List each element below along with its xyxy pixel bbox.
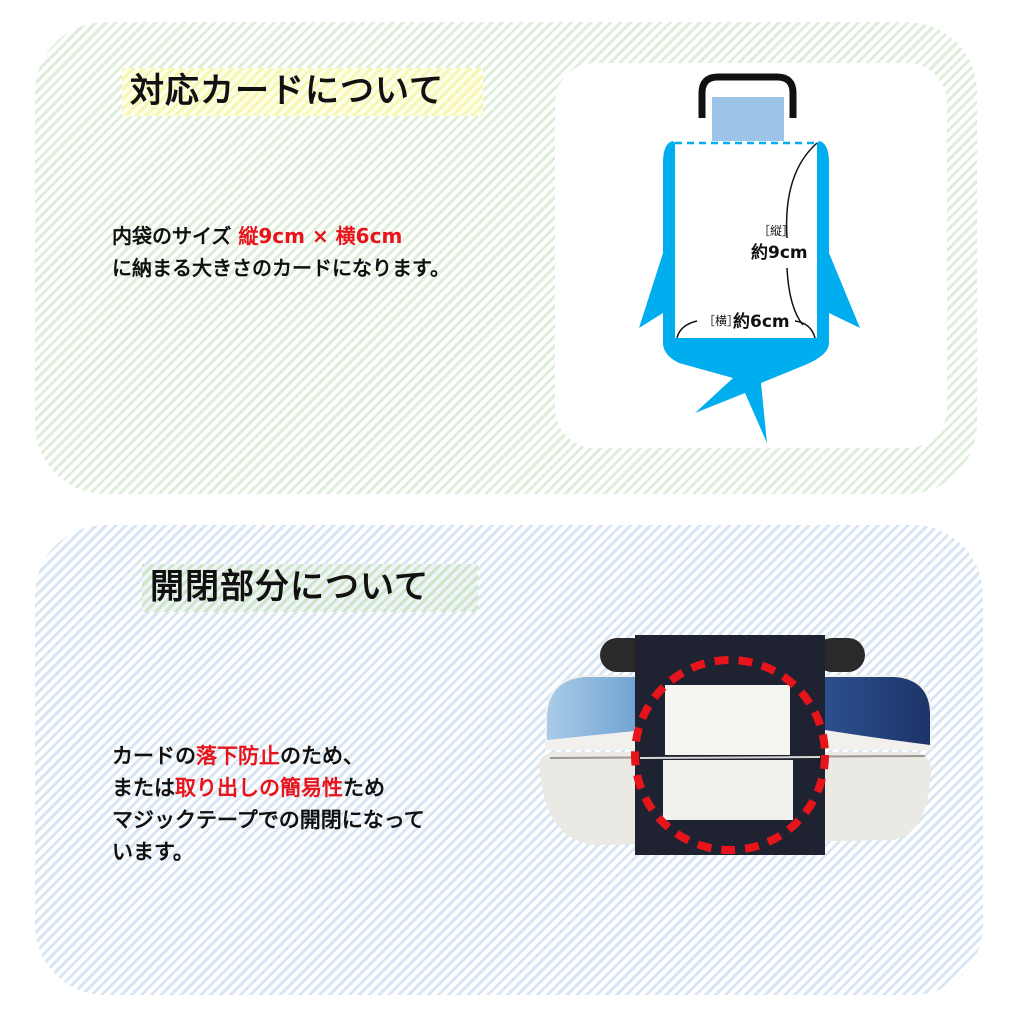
vertical-label-bracket: ［縦］ [758, 224, 794, 238]
ring-right [815, 638, 865, 672]
easy-removal-highlight: 取り出しの簡易性 [175, 776, 343, 800]
keyring-handle-icon [698, 73, 797, 118]
text-segment: カードの [112, 744, 196, 768]
card-size-line-1: 内袋のサイズ 縦9cm × 横6cm [112, 220, 450, 252]
card-shape [712, 97, 784, 141]
card-size-line-2: に納まる大きさのカードになります。 [112, 256, 450, 280]
closure-line-1: カードの落下防止のため、 [112, 740, 425, 772]
closure-line-4: います。 [112, 840, 194, 864]
text-segment: のため、 [280, 744, 364, 768]
pouch-outline-shape [639, 141, 860, 443]
closure-title: 開閉部分について [142, 564, 478, 612]
text-segment: または [112, 776, 175, 800]
vertical-label-value: 約9cm [751, 242, 808, 263]
highlight-dashed-circle [631, 656, 829, 854]
velcro-patch-bottom [663, 760, 793, 820]
velcro-patch-top [665, 685, 790, 755]
pouch-size-diagram: ［縦］ 約9cm ［横］ 約6cm [639, 73, 860, 443]
closure-description: カードの落下防止のため、 または取り出しの簡易性ため マジックテープでの開閉にな… [112, 740, 425, 868]
velcro-closure-photo [539, 635, 932, 855]
inner-pocket-size-label: 内袋のサイズ [112, 224, 239, 248]
card-compatibility-title: 対応カードについて [122, 68, 483, 116]
inner-pocket-size-value: 縦9cm × 横6cm [238, 224, 403, 248]
drop-prevention-highlight: 落下防止 [196, 744, 280, 768]
closure-line-3: マジックテープでの開閉になって [112, 808, 425, 832]
horizontal-label-bracket: ［横］ [703, 314, 739, 328]
horizontal-label-value: 約6cm [733, 311, 790, 332]
text-segment: ため [343, 776, 385, 800]
closure-line-2: または取り出しの簡易性ため [112, 772, 425, 804]
card-size-description: 内袋のサイズ 縦9cm × 横6cm に納まる大きさのカードになります。 [112, 220, 450, 284]
